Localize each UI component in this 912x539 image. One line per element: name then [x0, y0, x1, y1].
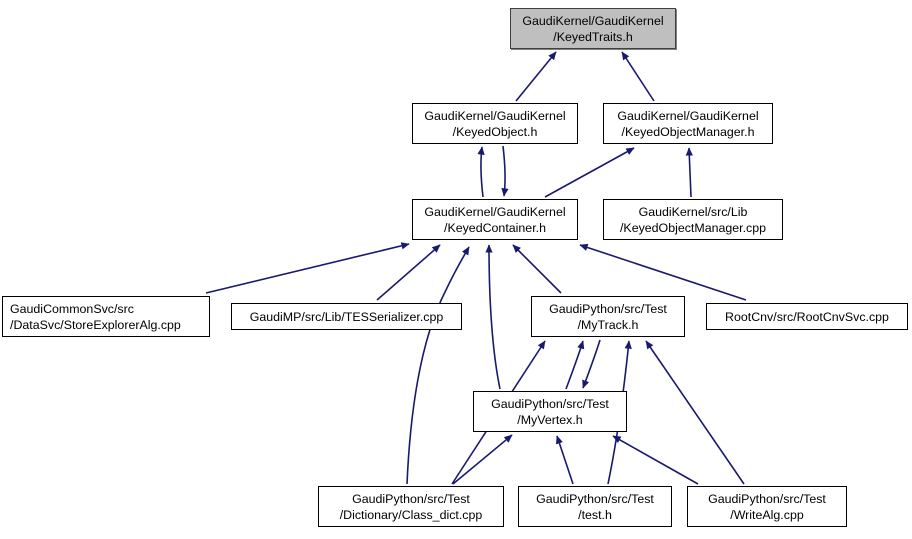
node-label-line2: /KeyedObjectManager.cpp	[619, 220, 767, 235]
graph-node-keyedobjectmanager_cpp[interactable]: GaudiKernel/src/Lib/KeyedObjectManager.c…	[603, 199, 783, 240]
edge-tesserializer-to-keyedcontainer	[376, 244, 441, 301]
node-label-line1: GaudiPython/src/Test	[549, 301, 667, 316]
edge-keyedobjectmanagercpp-to-keyedobjectmanager	[685, 147, 693, 198]
node-label-line2: /MyTrack.h	[577, 317, 639, 332]
edge-rootcnvsvc-to-keyedcontainer	[579, 243, 747, 301]
edge-classdict-to-keyedcontainer	[406, 246, 470, 485]
node-label-line1: GaudiPython/src/Test	[708, 491, 826, 506]
node-label-line2: /KeyedTraits.h	[553, 29, 633, 44]
node-label-line2: /WriteAlg.cpp	[730, 507, 804, 522]
node-label-line2: /test.h	[578, 507, 612, 522]
node-label-line1: GaudiPython/src/Test	[536, 491, 654, 506]
edge-writealg-to-mytrack	[645, 340, 745, 485]
node-label-line2: /Dictionary/Class_dict.cpp	[339, 507, 483, 522]
node-label-line2: /KeyedContainer.h	[444, 220, 546, 235]
node-label-line2: /MyVertex.h	[517, 412, 583, 427]
edge-keyedcontainer-to-keyedobject	[477, 146, 485, 198]
edge-classdict-to-myvertex	[452, 434, 513, 485]
node-label-line2: /KeyedObjectManager.h	[621, 124, 755, 139]
graph-node-testh[interactable]: GaudiPython/src/Test/test.h	[518, 486, 672, 527]
node-label-line1: GaudiCommonSvc/src	[10, 301, 134, 316]
node-label-line1: RootCnv/src/RootCnvSvc.cpp	[725, 309, 889, 324]
graph-node-storeexploreralg[interactable]: GaudiCommonSvc/src/DataSvc/StoreExplorer…	[2, 296, 210, 337]
edge-testh-to-myvertex	[555, 435, 574, 485]
graph-node-rootcnvsvc[interactable]: RootCnv/src/RootCnvSvc.cpp	[706, 303, 908, 330]
edge-mytrack-to-keyedcontainer	[512, 244, 562, 294]
node-label-line1: GaudiMP/src/Lib/TESSerializer.cpp	[249, 309, 444, 324]
node-label-line1: GaudiKernel/src/Lib	[638, 204, 748, 219]
graph-node-keyedobject[interactable]: GaudiKernel/GaudiKernel/KeyedObject.h	[412, 103, 578, 144]
node-label-line2: /KeyedObject.h	[452, 124, 538, 139]
graph-node-myvertex[interactable]: GaudiPython/src/Test/MyVertex.h	[473, 391, 627, 432]
edge-keyedobject-to-keyedcontainer	[501, 145, 509, 197]
graph-node-class_dict[interactable]: GaudiPython/src/Test/Dictionary/Class_di…	[318, 486, 504, 527]
node-label-line1: GaudiKernel/GaudiKernel	[617, 108, 759, 123]
graph-node-writealg[interactable]: GaudiPython/src/Test/WriteAlg.cpp	[687, 486, 847, 527]
edge-myvertex-to-mytrack	[565, 340, 585, 390]
edge-keyedcontainer-to-keyedobjectmanager	[544, 147, 635, 198]
edge-keyedobjectmanager-to-keyedtraits	[621, 51, 655, 102]
node-label-line1: GaudiPython/src/Test	[491, 396, 609, 411]
edge-mytrack-to-myvertex	[582, 339, 601, 389]
edge-myvertex-to-keyedcontainer	[485, 244, 501, 390]
edge-storeexploreralg-to-keyedcontainer	[205, 242, 410, 294]
edge-writealg-to-myvertex	[612, 435, 699, 485]
node-label-line2: /DataSvc/StoreExplorerAlg.cpp	[10, 317, 181, 332]
node-label-line1: GaudiKernel/GaudiKernel	[522, 13, 664, 28]
graph-node-tesserializer[interactable]: GaudiMP/src/Lib/TESSerializer.cpp	[231, 303, 462, 330]
node-label-line1: GaudiKernel/GaudiKernel	[424, 204, 566, 219]
node-label-line1: GaudiKernel/GaudiKernel	[424, 108, 566, 123]
edge-keyedobject-to-keyedtraits	[515, 51, 557, 102]
graph-node-keyedcontainer[interactable]: GaudiKernel/GaudiKernel/KeyedContainer.h	[412, 199, 578, 240]
graph-node-mytrack[interactable]: GaudiPython/src/Test/MyTrack.h	[531, 296, 685, 337]
graph-node-keyedtraits[interactable]: GaudiKernel/GaudiKernel/KeyedTraits.h	[510, 8, 676, 49]
node-label-line1: GaudiPython/src/Test	[352, 491, 470, 506]
graph-node-keyedobjectmanager_h[interactable]: GaudiKernel/GaudiKernel/KeyedObjectManag…	[603, 103, 773, 144]
